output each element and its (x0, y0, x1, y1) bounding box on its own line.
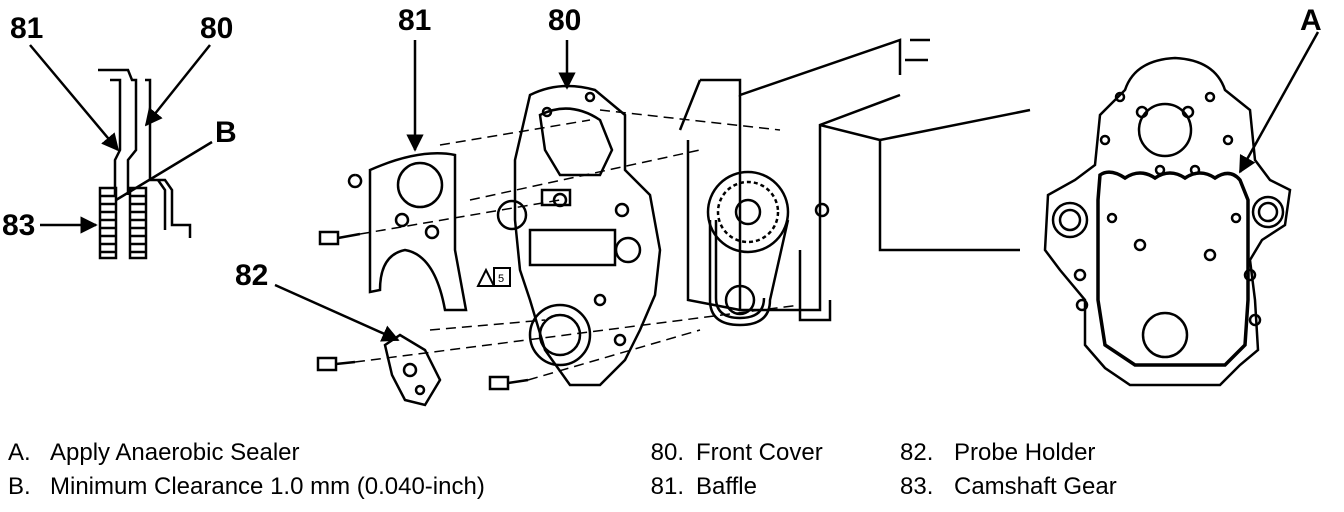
legend-code: 80. (650, 439, 684, 466)
callout-80-detail: 80 (200, 12, 233, 45)
callout-b-detail: B (215, 116, 237, 149)
legend-parts-82-83: 82. Probe Holder 83. Camshaft Gear (900, 436, 1117, 504)
sealer-bead (1096, 170, 1250, 367)
bolt-baffle (318, 230, 340, 246)
legend-item-80: 80. Front Cover (628, 436, 823, 470)
warning-number: 5 (498, 273, 504, 285)
legend-notes: A. Apply Anaerobic Sealer B. Minimum Clear… (8, 436, 485, 504)
callout-a: A (1300, 4, 1322, 37)
alignment-lines (354, 109, 801, 381)
engine-block (678, 38, 1031, 322)
legend-item-83: 83. Camshaft Gear (900, 470, 1117, 504)
leader-82-main (274, 283, 400, 342)
warning-symbol (476, 267, 511, 287)
bolts (316, 230, 529, 391)
legend-parts-80-81: 80. Front Cover 81. Baffle (628, 436, 823, 504)
legend-item-81: 81. Baffle (628, 470, 823, 504)
baffle-81 (347, 152, 468, 312)
callout-81-main: 81 (398, 4, 431, 37)
bolt-front-cover (488, 375, 510, 391)
callout-83-detail: 83 (2, 209, 35, 242)
exploded-view-diagram: 81 80 B 83 (2, 4, 1322, 407)
leader-a (1238, 31, 1320, 174)
legend-code: 83. (900, 473, 934, 500)
legend-code: 81. (650, 473, 684, 500)
legend-item-b: B. Minimum Clearance 1.0 mm (0.040-inch) (8, 470, 485, 504)
callout-80-main: 80 (548, 4, 581, 37)
legend-item-82: 82. Probe Holder (900, 436, 1117, 470)
legend-item-a: A. Apply Anaerobic Sealer (8, 436, 485, 470)
legend-code: 82. (900, 439, 934, 466)
camshaft-gear-detail (98, 186, 148, 260)
callout-81-detail: 81 (10, 12, 43, 45)
legend-text: Probe Holder (954, 439, 1096, 466)
front-cover-80 (496, 84, 662, 387)
callout-82-main: 82 (235, 259, 268, 292)
legend-text: Front Cover (696, 439, 823, 466)
probe-holder-82 (383, 333, 442, 407)
clearance-detail-inset (29, 44, 213, 260)
bolt-probe-holder (316, 356, 338, 372)
front-cover-face-view (1043, 56, 1292, 387)
legend-code: A. (8, 439, 31, 466)
legend-text: Camshaft Gear (954, 473, 1117, 500)
legend-text: Baffle (696, 473, 757, 500)
timing-chain-and-gears (706, 170, 830, 327)
legend-text: Apply Anaerobic Sealer (50, 439, 300, 466)
legend-code: B. (8, 473, 31, 500)
legend-text: Minimum Clearance 1.0 mm (0.040-inch) (50, 473, 485, 500)
